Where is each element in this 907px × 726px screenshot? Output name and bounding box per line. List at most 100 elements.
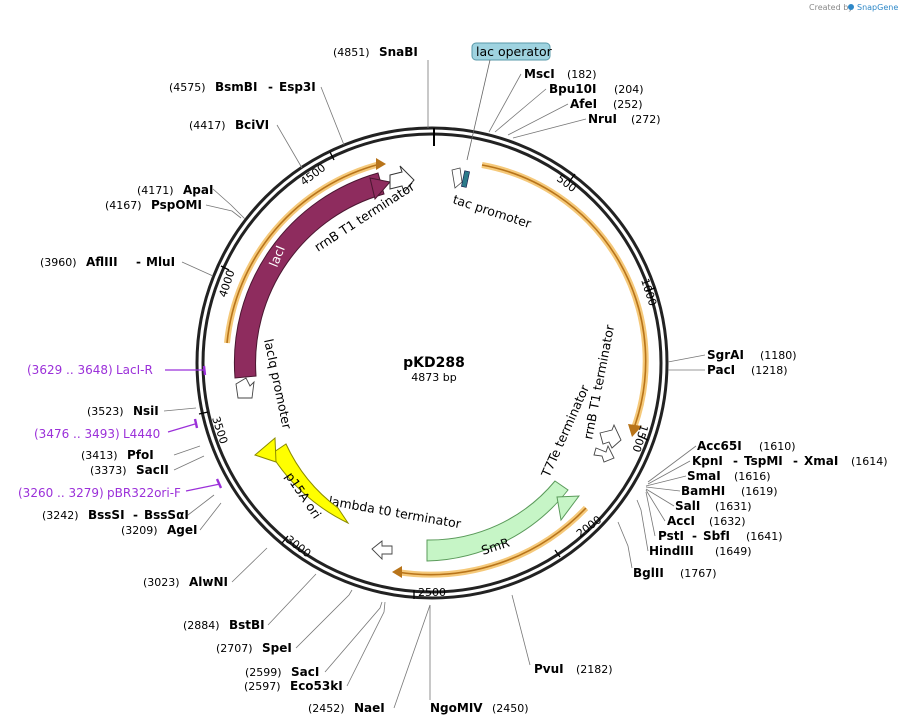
site-sep-psti: - <box>692 529 697 543</box>
site-name-snabi[interactable]: SnaBI <box>379 45 418 59</box>
laci-feature[interactable] <box>233 172 385 379</box>
leader-bcivi <box>276 124 303 169</box>
primer-mark-pbr322 <box>215 478 223 489</box>
site-name-bpu10i[interactable]: Bpu10I <box>549 82 596 96</box>
leader-l4440 <box>167 423 196 433</box>
site-name-smai[interactable]: SmaI <box>687 469 721 483</box>
site-name-sacii[interactable]: SacII <box>136 463 169 477</box>
plasmid-size: 4873 bp <box>411 371 456 384</box>
site-pos-paci: (1218) <box>751 364 788 377</box>
site-pos-acc65i: (1610) <box>759 440 796 453</box>
site-pos-saci: (2599) <box>245 666 282 679</box>
tick-label-4000: 4000 <box>216 268 237 299</box>
site-name-saci[interactable]: SacI <box>291 665 319 679</box>
credit-brand: SnapGene <box>857 3 898 12</box>
site-name-alwni[interactable]: AlwNI <box>189 575 228 589</box>
site-pos-bglii: (1767) <box>680 567 717 580</box>
lambda-t0-arrow <box>371 540 393 561</box>
site-name-sali[interactable]: SalI <box>675 499 700 513</box>
leader-pvui <box>511 594 531 666</box>
site-name-pspomi[interactable]: PspOMI <box>151 198 202 212</box>
leader-bsmbi <box>320 86 345 146</box>
site-name-eco53ki[interactable]: Eco53kI <box>290 679 343 693</box>
site-pos-pfoi: (3413) <box>81 449 118 462</box>
leader-afei <box>507 103 569 136</box>
site-name-afliii[interactable]: AflIII <box>86 255 118 269</box>
site-alt-esp3i[interactable]: Esp3I <box>279 80 316 94</box>
site-name-bamhi[interactable]: BamHI <box>681 484 725 498</box>
primer-mark-l4440 <box>193 418 199 429</box>
leader-bamhi <box>645 486 681 492</box>
site-alt-tspmi[interactable]: TspMI <box>744 454 783 468</box>
site-name-bcivi[interactable]: BciVI <box>235 118 269 132</box>
site-name-nrui[interactable]: NruI <box>588 112 617 126</box>
leader-sacii <box>173 455 205 471</box>
leader-hindiii <box>636 499 649 552</box>
site-name-hindiii[interactable]: HindIII <box>649 544 694 558</box>
leader-kpni <box>647 460 691 485</box>
site-name-paci[interactable]: PacI <box>707 363 735 377</box>
tick-500 <box>568 173 576 183</box>
site-alt-sbfi[interactable]: SbfI <box>703 529 730 543</box>
leader-apai <box>212 188 246 220</box>
site-name-spei[interactable]: SpeI <box>262 641 292 655</box>
site-name-naei[interactable]: NaeI <box>354 701 385 715</box>
leader-pfoi <box>173 445 201 456</box>
lac-operator-badge[interactable] <box>471 42 551 61</box>
site-name-apai[interactable]: ApaI <box>183 183 213 197</box>
primer-name-pbr322[interactable]: pBR322ori-F <box>107 486 181 500</box>
primer-name-laci-r[interactable]: LacI-R <box>116 363 153 377</box>
site-name-bstbi[interactable]: BstBI <box>229 618 265 632</box>
site-name-bsmbi[interactable]: BsmBI <box>215 80 257 94</box>
tac-promoter-feature[interactable] <box>451 167 470 189</box>
site-name-sgrai[interactable]: SgrAI <box>707 348 744 362</box>
snapgene-logo-icon <box>848 4 854 10</box>
leader-nrui <box>512 118 587 139</box>
site-alt-bsssai[interactable]: BssSαI <box>144 508 189 522</box>
plasmid-name: pKD288 <box>403 355 465 371</box>
site-name-afei[interactable]: AfeI <box>570 97 597 111</box>
leader-nsii <box>163 407 197 412</box>
smr-feature[interactable] <box>426 480 569 562</box>
site-sep-afliii: - <box>136 255 141 269</box>
site-name-acc65i[interactable]: Acc65I <box>697 439 742 453</box>
site-alt-xmai[interactable]: XmaI <box>804 454 838 468</box>
site-sep-kpni: - <box>733 454 738 468</box>
smr-arrowhead <box>556 495 581 522</box>
site-pos-pspomi: (4167) <box>105 199 142 212</box>
site-sep-bsssi: - <box>133 508 138 522</box>
primer-name-l4440[interactable]: L4440 <box>123 427 160 441</box>
backbone-inner <box>201 132 663 594</box>
site-pos-apai: (4171) <box>137 184 174 197</box>
site-name-bglii[interactable]: BglII <box>633 566 664 580</box>
site-alt-mlui[interactable]: MluI <box>146 255 175 269</box>
site-pos-eco53ki: (2597) <box>244 680 281 693</box>
rrnb-right-arrow <box>599 423 622 449</box>
site-pos-naei: (2452) <box>308 702 345 715</box>
credit-prefix: Created by <box>809 3 853 12</box>
site-name-bsssi[interactable]: BssSI <box>88 508 125 522</box>
site-name-pfoi[interactable]: PfoI <box>127 448 154 462</box>
site-name-pvui[interactable]: PvuI <box>534 662 564 676</box>
tac-promoter-arrow <box>451 167 463 189</box>
site-name-ngomiv[interactable]: NgoMIV <box>430 701 483 715</box>
site-name-psti[interactable]: PstI <box>658 529 684 543</box>
site-name-acci[interactable]: AccI <box>667 514 695 528</box>
orf-arc-right <box>481 164 647 429</box>
leader-saci <box>324 601 383 673</box>
site-pos-psti: (1641) <box>746 530 783 543</box>
site-pos-alwni: (3023) <box>143 576 180 589</box>
site-name-nsii[interactable]: NsiI <box>133 404 159 418</box>
site-name-agei[interactable]: AgeI <box>167 523 197 537</box>
p15a-ori-arrowhead <box>254 436 277 463</box>
orf-arc-left <box>226 163 381 344</box>
tick-4500 <box>329 151 335 161</box>
leader-bpu10i <box>494 88 547 133</box>
site-pos-nsii: (3523) <box>87 405 124 418</box>
site-name-msci[interactable]: MscI <box>524 67 555 81</box>
site-pos-acci: (1632) <box>709 515 746 528</box>
site-name-kpni[interactable]: KpnI <box>692 454 723 468</box>
leader-psti <box>645 491 656 537</box>
site-pos-bstbi: (2884) <box>183 619 220 632</box>
